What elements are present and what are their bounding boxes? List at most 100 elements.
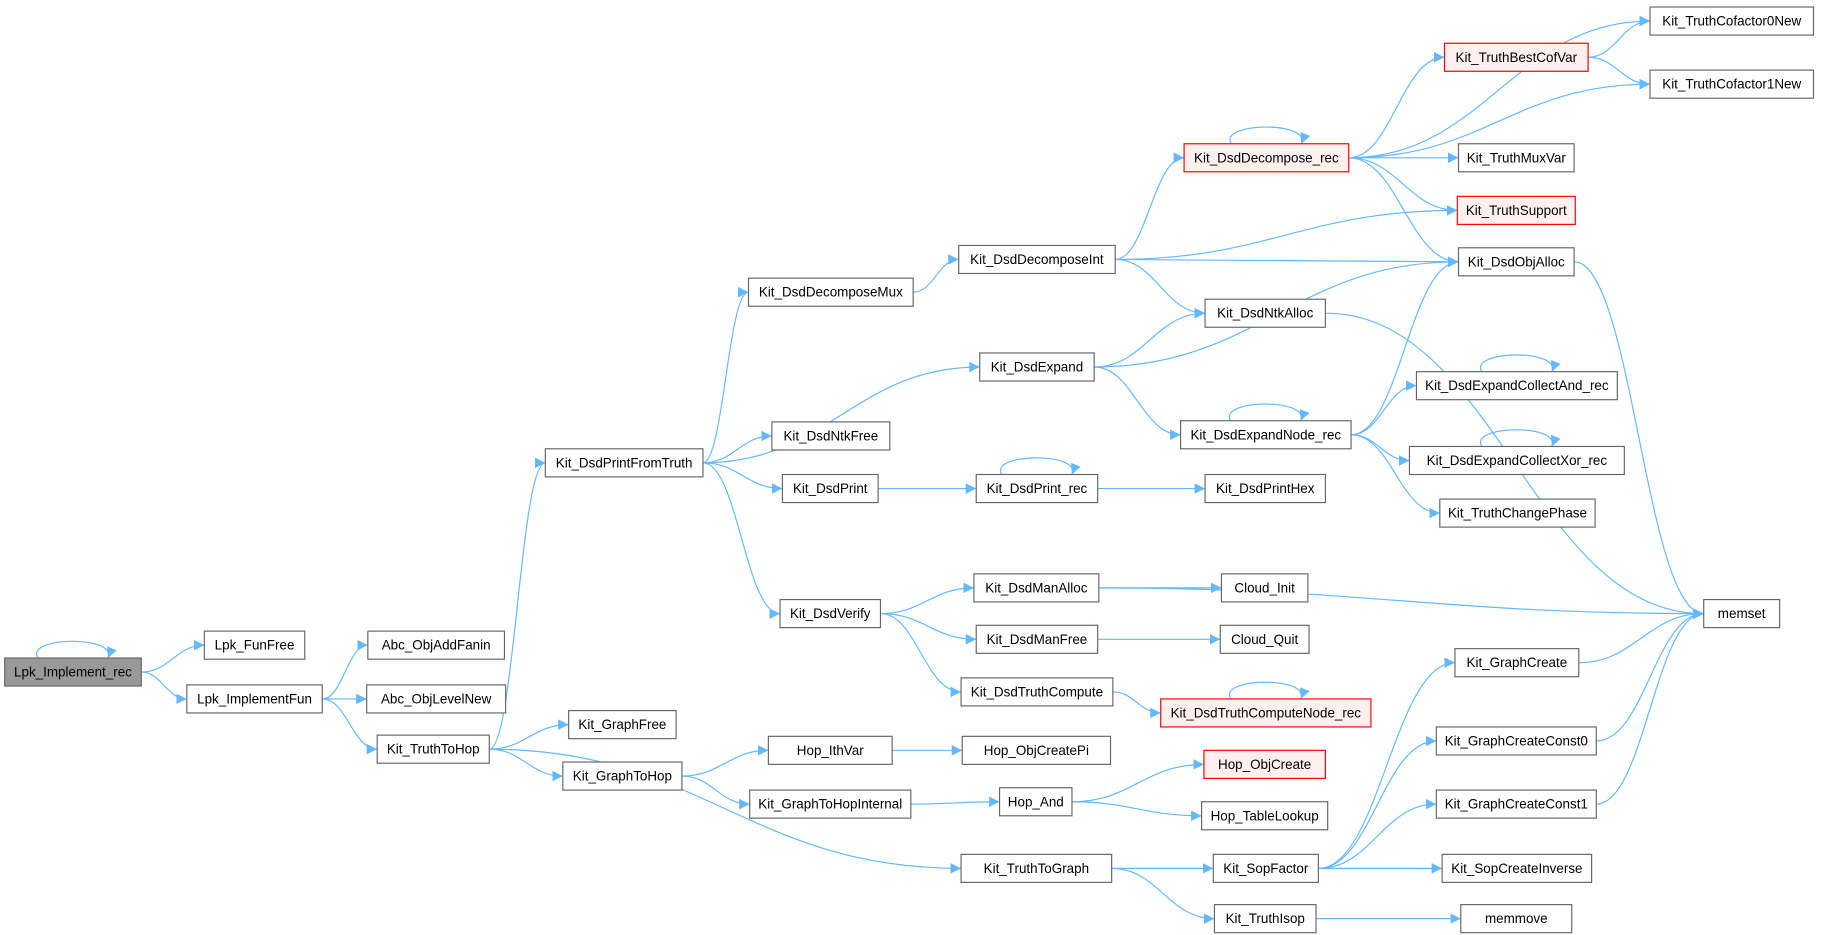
node-kit-dsd-decompose-int[interactable]: Kit_DsdDecomposeInt [958,244,1116,275]
edge-kit-dsd-verify-to-kit-dsd-truth-compute [880,613,962,698]
edge-kit-truth-to-graph-to-kit-truth-isop [1111,867,1215,924]
node-box [1160,698,1372,728]
node-box [367,630,506,660]
node-kit-dsd-print-rec[interactable]: Kit_DsdPrint_rec [975,473,1099,504]
node-cloud-init[interactable]: Cloud_Init [1220,573,1309,603]
node-box [4,657,142,687]
edge-kit-dsd-man-alloc-to-memset [1098,587,1704,619]
node-label: Kit_TruthCofactor0New [1662,14,1801,29]
node-kit-dsd-print[interactable]: Kit_DsdPrint [781,473,879,504]
node-kit-truth-best-cof-var[interactable]: Kit_TruthBestCofVar [1443,42,1589,72]
edge-lpk-implement-fun-to-abc-obj-add-fanin [322,639,368,700]
edge-kit-dsd-decompose-rec-to-kit-truth-cofactor0-new [1348,15,1651,159]
node-kit-dsd-ntk-free[interactable]: Kit_DsdNtkFree [771,421,891,451]
node-kit-dsd-expand-node-rec[interactable]: Kit_DsdExpandNode_rec [1179,420,1352,450]
node-box [1441,853,1593,883]
node-kit-dsd-ntk-alloc[interactable]: Kit_DsdNtkAlloc [1204,298,1326,328]
node-lpk-implement-rec[interactable]: Lpk_Implement_rec [4,657,142,687]
node-box [961,735,1112,765]
node-label: Kit_TruthChangePhase [1448,506,1587,521]
node-label: Kit_DsdDecompose_rec [1194,150,1339,165]
node-kit-truth-support[interactable]: Kit_TruthSupport [1456,195,1576,225]
node-memset[interactable]: memset [1703,598,1781,629]
node-label: Kit_DsdPrint_rec [987,481,1088,496]
node-cloud-quit[interactable]: Cloud_Quit [1219,624,1310,654]
node-box [1183,143,1350,173]
node-kit-truth-cofactor0-new[interactable]: Kit_TruthCofactor0New [1649,6,1815,36]
edge-kit-dsd-decompose-int-to-kit-dsd-obj-alloc [1115,256,1459,268]
node-kit-dsd-obj-alloc[interactable]: Kit_DsdObjAlloc [1457,247,1575,277]
node-kit-dsd-truth-compute[interactable]: Kit_DsdTruthCompute [960,677,1114,707]
node-kit-truth-to-graph[interactable]: Kit_TruthToGraph [960,853,1113,883]
node-kit-dsd-man-alloc[interactable]: Kit_DsdManAlloc [973,573,1100,603]
node-label: Hop_IthVar [797,743,864,758]
node-kit-graph-free[interactable]: Kit_GraphFree [568,710,677,740]
node-kit-graph-create[interactable]: Kit_GraphCreate [1454,648,1580,678]
node-kit-truth-change-phase[interactable]: Kit_TruthChangePhase [1439,498,1596,528]
node-hop-table-lookup[interactable]: Hop_TableLookup [1201,801,1329,831]
node-label: Kit_DsdPrintHex [1216,481,1315,496]
node-kit-dsd-print-from-truth[interactable]: Kit_DsdPrintFromTruth [544,448,704,478]
node-box [1443,42,1589,72]
node-kit-dsd-expand-collect-xor-rec[interactable]: Kit_DsdExpandCollectXor_rec [1408,445,1625,476]
node-kit-truth-mux-var[interactable]: Kit_TruthMuxVar [1457,143,1575,173]
node-kit-dsd-decompose-rec[interactable]: Kit_DsdDecompose_rec [1183,143,1350,173]
node-box [1456,195,1576,225]
node-label: Hop_ObjCreate [1218,757,1311,772]
node-kit-sop-factor[interactable]: Kit_SopFactor [1212,853,1319,883]
node-kit-dsd-decompose-mux[interactable]: Kit_DsdDecomposeMux [747,277,914,307]
node-lpk-implement-fun[interactable]: Lpk_ImplementFun [186,684,323,714]
node-abc-obj-add-fanin[interactable]: Abc_ObjAddFanin [367,630,506,660]
edge-kit-dsd-expand-node-rec-to-kit-dsd-expand-node-rec [1228,403,1310,422]
node-lpk-fun-free[interactable]: Lpk_FunFree [203,630,306,660]
node-hop-and[interactable]: Hop_And [998,787,1073,817]
node-box [1415,371,1618,401]
node-label: Hop_TableLookup [1211,808,1319,823]
edge-hop-and-to-hop-obj-create [1071,759,1204,803]
node-box [973,573,1100,603]
node-label: Lpk_Implement_rec [14,665,132,680]
node-box [1204,473,1326,504]
node-box [1457,247,1575,277]
node-kit-sop-create-inverse[interactable]: Kit_SopCreateInverse [1441,853,1593,883]
node-kit-dsd-expand-collect-and-rec[interactable]: Kit_DsdExpandCollectAnd_rec [1415,371,1618,401]
node-box [366,684,507,714]
node-kit-graph-to-hop[interactable]: Kit_GraphToHop [562,761,683,791]
edge-kit-dsd-print-from-truth-to-kit-dsd-ntk-free [702,430,772,464]
node-kit-dsd-print-hex[interactable]: Kit_DsdPrintHex [1204,473,1326,504]
node-label: Kit_GraphCreate [1467,655,1568,670]
node-kit-dsd-verify[interactable]: Kit_DsdVerify [779,598,882,629]
node-memmove[interactable]: memmove [1460,904,1573,934]
node-kit-dsd-man-free[interactable]: Kit_DsdManFree [975,624,1099,654]
node-label: Kit_DsdTruthComputeNode_rec [1171,705,1362,720]
node-hop-ith-var[interactable]: Hop_IthVar [767,735,893,765]
node-box [975,624,1099,654]
node-kit-graph-create-const0[interactable]: Kit_GraphCreateConst0 [1435,726,1597,756]
node-box [1439,498,1596,528]
node-hop-obj-create[interactable]: Hop_ObjCreate [1203,749,1326,779]
node-box [1220,573,1309,603]
edge-kit-dsd-expand-collect-xor-rec-to-kit-dsd-expand-collect-xor-rec [1479,429,1561,447]
edge-kit-dsd-expand-to-kit-dsd-ntk-alloc [1094,307,1206,368]
node-label: Hop_And [1008,794,1064,809]
node-kit-dsd-expand[interactable]: Kit_DsdExpand [979,352,1095,382]
node-kit-truth-to-hop[interactable]: Kit_TruthToHop [376,734,490,764]
edge-kit-dsd-decompose-rec-to-kit-truth-cofactor1-new [1348,78,1651,159]
edge-kit-sop-factor-to-kit-graph-create-const1 [1318,798,1437,869]
node-kit-truth-isop[interactable]: Kit_TruthIsop [1213,904,1317,934]
node-box [747,277,914,307]
node-kit-dsd-truth-compute-node-rec[interactable]: Kit_DsdTruthComputeNode_rec [1160,698,1372,728]
node-box [562,761,683,791]
node-kit-truth-cofactor1-new[interactable]: Kit_TruthCofactor1New [1649,69,1815,99]
node-box [1435,789,1597,819]
node-kit-graph-create-const1[interactable]: Kit_GraphCreateConst1 [1435,789,1597,819]
node-hop-obj-create-pi[interactable]: Hop_ObjCreatePi [961,735,1112,765]
edge-kit-dsd-print-from-truth-to-kit-dsd-verify [702,462,781,619]
node-label: Lpk_FunFree [215,638,295,653]
node-abc-obj-level-new[interactable]: Abc_ObjLevelNew [366,684,507,714]
edge-lpk-implement-fun-to-kit-truth-to-hop [322,698,378,755]
node-box [1212,853,1319,883]
node-kit-graph-to-hop-internal[interactable]: Kit_GraphToHopInternal [749,789,912,819]
nodes-layer: Lpk_Implement_rec Lpk_FunFreeLpk_Implemen… [4,6,1815,934]
edge-kit-truth-to-hop-to-kit-truth-to-graph [489,748,962,874]
